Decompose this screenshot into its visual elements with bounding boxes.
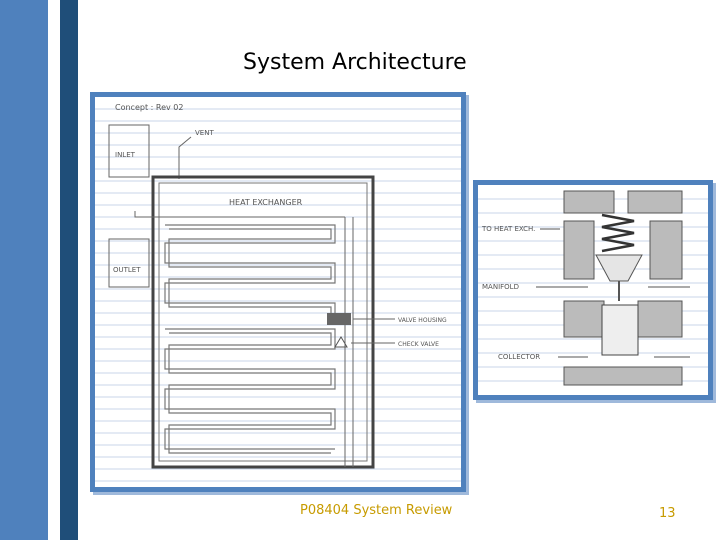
heat-exchanger-label: HEAT EXCHANGER (229, 198, 303, 207)
outlet-box (108, 238, 150, 288)
upper-housing (563, 190, 683, 280)
serpentine-coil (164, 224, 336, 454)
heat-exchanger-drawing: Concept : Rev 02 INLET OUTLET VENT HEAT … (95, 103, 461, 482)
sidebar-accent-light (0, 0, 48, 540)
vent-label: VENT (195, 129, 214, 137)
to-heat-exch-label: TO HEAT EXCH. (481, 225, 535, 233)
check-valve-symbol (334, 336, 348, 348)
exchanger-inner-wall (158, 182, 368, 462)
valve-housing-label: VALVE HOUSING (398, 317, 447, 324)
footer-text: P08404 System Review (300, 503, 453, 518)
check-valve-label: CHECK VALVE (398, 341, 439, 348)
heat-exchanger-sketch: Concept : Rev 02 INLET OUTLET VENT HEAT … (90, 92, 466, 492)
sidebar-accent-dark (60, 0, 78, 540)
outlet-label: OUTLET (113, 266, 141, 274)
valve-housing (327, 313, 351, 325)
spring (601, 213, 635, 253)
inlet-pipe (134, 211, 345, 218)
vent-pipe (178, 136, 192, 179)
inlet-label: INLET (115, 151, 136, 159)
manifold-label: MANIFOLD (482, 283, 519, 291)
collector-label: COLLECTOR (498, 353, 540, 361)
notebook-lines (95, 108, 461, 482)
exchanger-housing (151, 175, 375, 469)
sketch-header: Concept : Rev 02 (115, 103, 183, 112)
piston (601, 304, 639, 356)
valve-cross-section-drawing: TO HEAT EXCH. MANIFOLD COLLECTOR (478, 190, 708, 386)
poppet-cone (595, 254, 643, 282)
valve-cross-section-sketch: TO HEAT EXCH. MANIFOLD COLLECTOR (473, 180, 713, 400)
lower-housing (563, 300, 683, 386)
slide-title: System Architecture (243, 50, 467, 75)
page-number: 13 (659, 506, 676, 521)
inlet-box (108, 124, 150, 178)
